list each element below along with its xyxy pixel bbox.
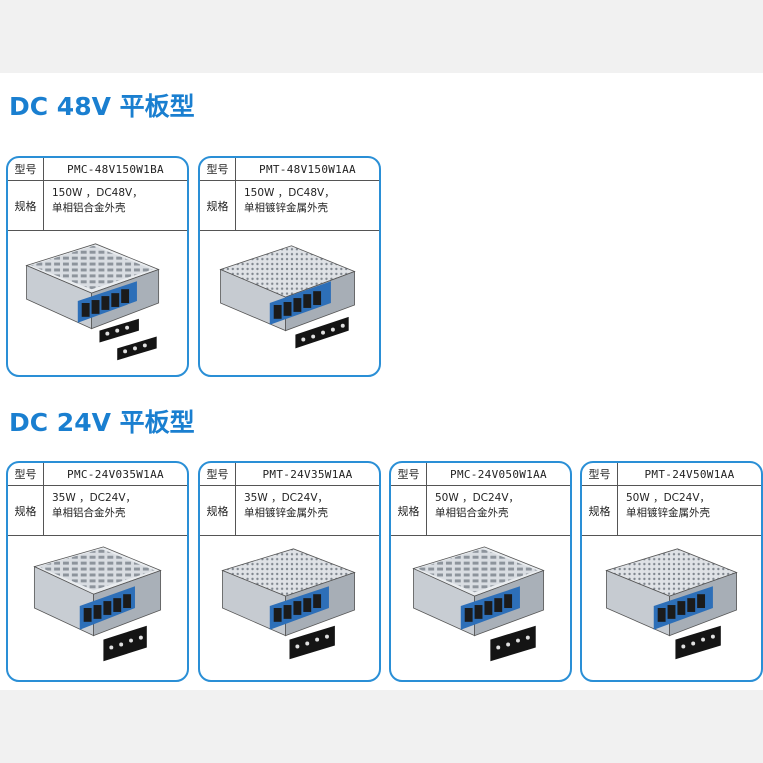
spec-label: 规格 bbox=[8, 486, 44, 535]
spec-line-2: 单相镀锌金属外壳 bbox=[244, 507, 328, 519]
spec-text: 35W ，DC24V， 单相镀锌金属外壳 bbox=[236, 486, 379, 535]
model-number: PMT-24V50W1AA bbox=[644, 467, 735, 481]
spec-label: 规格 bbox=[582, 486, 618, 535]
aluminum-case-icon bbox=[8, 232, 187, 375]
section-title-24v: DC 24V 平板型 bbox=[9, 408, 195, 437]
spec-text: 150W ，DC48V， 单相镀锌金属外壳 bbox=[236, 181, 379, 230]
spec-line-2: 单相铝合金外壳 bbox=[52, 202, 126, 214]
spec-row: 规格 150W ，DC48V， 单相镀锌金属外壳 bbox=[200, 181, 379, 231]
model-row: 型号 PMT-24V35W1AA bbox=[200, 463, 379, 486]
spec-line-2: 单相镀锌金属外壳 bbox=[244, 202, 328, 214]
spec-line-2: 单相铝合金外壳 bbox=[435, 507, 509, 519]
spec-line-1: 35W ，DC24V， bbox=[244, 492, 329, 504]
spec-text: 35W ，DC24V， 单相铝合金外壳 bbox=[44, 486, 187, 535]
product-card-pmc-24v050w1aa[interactable]: 型号 PMC-24V050W1AA 规格 50W ，DC24V， 单相铝合金外壳 bbox=[389, 461, 572, 682]
product-card-pmt-48v150w1aa[interactable]: 型号 PMT-48V150W1AA 规格 150W ，DC48V， 单相镀锌金属… bbox=[198, 156, 381, 377]
aluminum-case-icon bbox=[8, 537, 187, 680]
model-number: PMC-24V050W1AA bbox=[450, 467, 547, 481]
aluminum-case-icon bbox=[391, 537, 570, 680]
spec-line-2: 单相铝合金外壳 bbox=[52, 507, 126, 519]
section-title-48v: DC 48V 平板型 bbox=[9, 92, 195, 121]
spec-line-2: 单相镀锌金属外壳 bbox=[626, 507, 710, 519]
model-label: 型号 bbox=[391, 463, 427, 485]
spec-row: 规格 35W ，DC24V， 单相镀锌金属外壳 bbox=[200, 486, 379, 536]
spec-row: 规格 50W ，DC24V， 单相镀锌金属外壳 bbox=[582, 486, 761, 536]
model-label: 型号 bbox=[200, 463, 236, 485]
spec-label: 规格 bbox=[8, 181, 44, 230]
model-number: PMT-24V35W1AA bbox=[262, 467, 353, 481]
model-number: PMC-24V035W1AA bbox=[67, 467, 164, 481]
model-label: 型号 bbox=[8, 463, 44, 485]
spec-line-1: 150W ，DC48V， bbox=[52, 187, 143, 199]
spec-label: 规格 bbox=[200, 486, 236, 535]
spec-row: 规格 150W ，DC48V， 单相铝合金外壳 bbox=[8, 181, 187, 231]
spec-line-1: 50W ，DC24V， bbox=[435, 492, 520, 504]
product-card-pmt-24v35w1aa[interactable]: 型号 PMT-24V35W1AA 规格 35W ，DC24V， 单相镀锌金属外壳 bbox=[198, 461, 381, 682]
model-row: 型号 PMC-24V050W1AA bbox=[391, 463, 570, 486]
perforated-case-icon bbox=[200, 232, 379, 375]
spec-row: 规格 35W ，DC24V， 单相铝合金外壳 bbox=[8, 486, 187, 536]
spec-label: 规格 bbox=[391, 486, 427, 535]
spec-row: 规格 50W ，DC24V， 单相铝合金外壳 bbox=[391, 486, 570, 536]
spec-line-1: 35W ，DC24V， bbox=[52, 492, 137, 504]
model-row: 型号 PMT-24V50W1AA bbox=[582, 463, 761, 486]
model-label: 型号 bbox=[8, 158, 44, 180]
model-row: 型号 PMC-24V035W1AA bbox=[8, 463, 187, 486]
perforated-case-icon bbox=[582, 537, 761, 680]
product-card-pmt-24v50w1aa[interactable]: 型号 PMT-24V50W1AA 规格 50W ，DC24V， 单相镀锌金属外壳 bbox=[580, 461, 763, 682]
product-card-pmc-48v150w1ba[interactable]: 型号 PMC-48V150W1BA 规格 150W ，DC48V， 单相铝合金外… bbox=[6, 156, 189, 377]
spec-text: 50W ，DC24V， 单相镀锌金属外壳 bbox=[618, 486, 761, 535]
model-number: PMC-48V150W1BA bbox=[67, 162, 164, 176]
spec-label: 规格 bbox=[200, 181, 236, 230]
spec-text: 150W ，DC48V， 单相铝合金外壳 bbox=[44, 181, 187, 230]
model-label: 型号 bbox=[582, 463, 618, 485]
spec-text: 50W ，DC24V， 单相铝合金外壳 bbox=[427, 486, 570, 535]
model-row: 型号 PMC-48V150W1BA bbox=[8, 158, 187, 181]
spec-line-1: 50W ，DC24V， bbox=[626, 492, 711, 504]
model-label: 型号 bbox=[200, 158, 236, 180]
product-card-pmc-24v035w1aa[interactable]: 型号 PMC-24V035W1AA 规格 35W ，DC24V， 单相铝合金外壳 bbox=[6, 461, 189, 682]
model-number: PMT-48V150W1AA bbox=[259, 162, 356, 176]
perforated-case-icon bbox=[200, 537, 379, 680]
spec-line-1: 150W ，DC48V， bbox=[244, 187, 335, 199]
model-row: 型号 PMT-48V150W1AA bbox=[200, 158, 379, 181]
